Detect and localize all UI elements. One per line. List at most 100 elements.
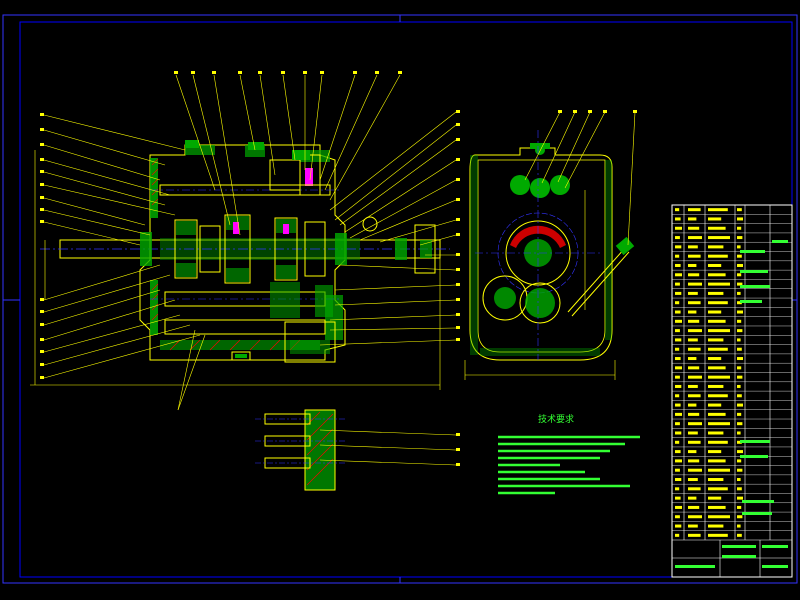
parts-list-text	[675, 263, 681, 267]
main-section-view	[30, 140, 450, 390]
parts-list-text	[737, 291, 741, 295]
parts-list-text	[737, 217, 743, 221]
parts-list-text	[675, 440, 680, 444]
parts-list-text	[737, 226, 742, 230]
parts-list-text	[737, 422, 743, 426]
parts-list-text	[688, 282, 702, 286]
parts-list-text	[675, 217, 681, 221]
parts-list-text	[675, 357, 681, 361]
parts-list-text	[708, 394, 728, 398]
parts-list-text	[675, 245, 682, 249]
parts-list-text	[688, 422, 702, 426]
leader-dots-right	[456, 110, 460, 341]
parts-list-text	[737, 403, 743, 407]
side-view	[464, 110, 637, 380]
parts-list-text	[708, 282, 730, 286]
parts-list-text	[675, 310, 681, 314]
parts-list-text	[688, 375, 702, 379]
parts-list-text	[688, 236, 702, 240]
parts-list-text	[688, 412, 700, 416]
parts-list-text	[675, 226, 682, 230]
parts-list-text	[737, 263, 743, 267]
parts-list-text	[688, 217, 697, 221]
parts-list-text	[688, 347, 701, 351]
parts-list-text	[675, 496, 681, 500]
leader-dots-left	[40, 113, 44, 379]
parts-list-text	[737, 487, 742, 491]
parts-list-text	[737, 431, 741, 435]
parts-list-text	[708, 440, 728, 444]
parts-list-text	[675, 487, 680, 491]
parts-list-text	[688, 440, 701, 444]
parts-list-text	[737, 505, 742, 509]
parts-list-text	[675, 254, 680, 258]
parts-list-text	[737, 273, 742, 277]
parts-list-text	[688, 505, 700, 509]
parts-list-text	[675, 431, 682, 435]
parts-list-text	[737, 301, 742, 305]
parts-list-text	[688, 208, 701, 212]
parts-list-text	[688, 254, 701, 258]
technical-notes	[498, 435, 640, 495]
leader-lines-bottom	[177, 329, 206, 411]
parts-list-text	[708, 319, 726, 323]
parts-list-text	[708, 347, 728, 351]
parts-list-text	[688, 366, 700, 370]
parts-list-text	[688, 468, 702, 472]
parts-list-text	[708, 263, 722, 267]
parts-list-text	[708, 403, 722, 407]
inner-frame	[19, 21, 793, 578]
parts-list-text	[688, 533, 701, 537]
parts-list-text	[675, 273, 682, 277]
parts-list-text	[688, 394, 701, 398]
parts-list-text	[708, 487, 728, 491]
parts-list-text	[688, 496, 697, 500]
parts-list-text	[708, 505, 726, 509]
parts-list-text	[737, 347, 742, 351]
parts-list-text	[675, 208, 680, 212]
parts-list-text	[675, 236, 680, 240]
parts-list-text	[675, 515, 680, 519]
parts-list-text	[737, 319, 742, 323]
parts-list-text	[688, 515, 702, 519]
parts-list-text	[737, 496, 743, 500]
parts-list-text	[708, 236, 730, 240]
parts-list-text	[737, 245, 741, 249]
parts-list-text	[708, 208, 728, 212]
parts-list-text	[688, 301, 701, 305]
parts-list-text	[675, 412, 682, 416]
parts-list-text	[737, 412, 742, 416]
parts-list-text	[737, 524, 741, 528]
parts-list-text	[675, 403, 681, 407]
parts-list-text	[688, 263, 697, 267]
parts-list-text	[708, 375, 730, 379]
parts-list-text	[708, 273, 726, 277]
parts-list-text	[737, 254, 742, 258]
parts-list-text	[737, 459, 742, 463]
parts-list-text	[708, 301, 728, 305]
leader-lines-right	[319, 111, 457, 346]
parts-list-text	[688, 487, 701, 491]
parts-list-text	[708, 226, 726, 230]
parts-list-text	[737, 478, 741, 482]
parts-list-text	[737, 236, 743, 240]
parts-list-text	[737, 375, 743, 379]
parts-list-text	[688, 329, 702, 333]
parts-list-text	[737, 515, 743, 519]
parts-list-text	[688, 403, 697, 407]
parts-list-text	[675, 422, 680, 426]
leader-lines-left	[43, 114, 201, 379]
parts-list-text	[737, 384, 741, 388]
parts-list-text	[737, 329, 743, 333]
parts-list-text	[708, 245, 724, 249]
parts-list-text	[708, 450, 722, 454]
title-block	[671, 204, 793, 578]
parts-list-text	[708, 310, 722, 314]
parts-list-text	[688, 450, 697, 454]
parts-list-text	[737, 357, 743, 361]
parts-list-text	[708, 357, 722, 361]
parts-list-text	[708, 254, 728, 258]
parts-list-text	[675, 329, 680, 333]
parts-list-text	[737, 366, 742, 370]
